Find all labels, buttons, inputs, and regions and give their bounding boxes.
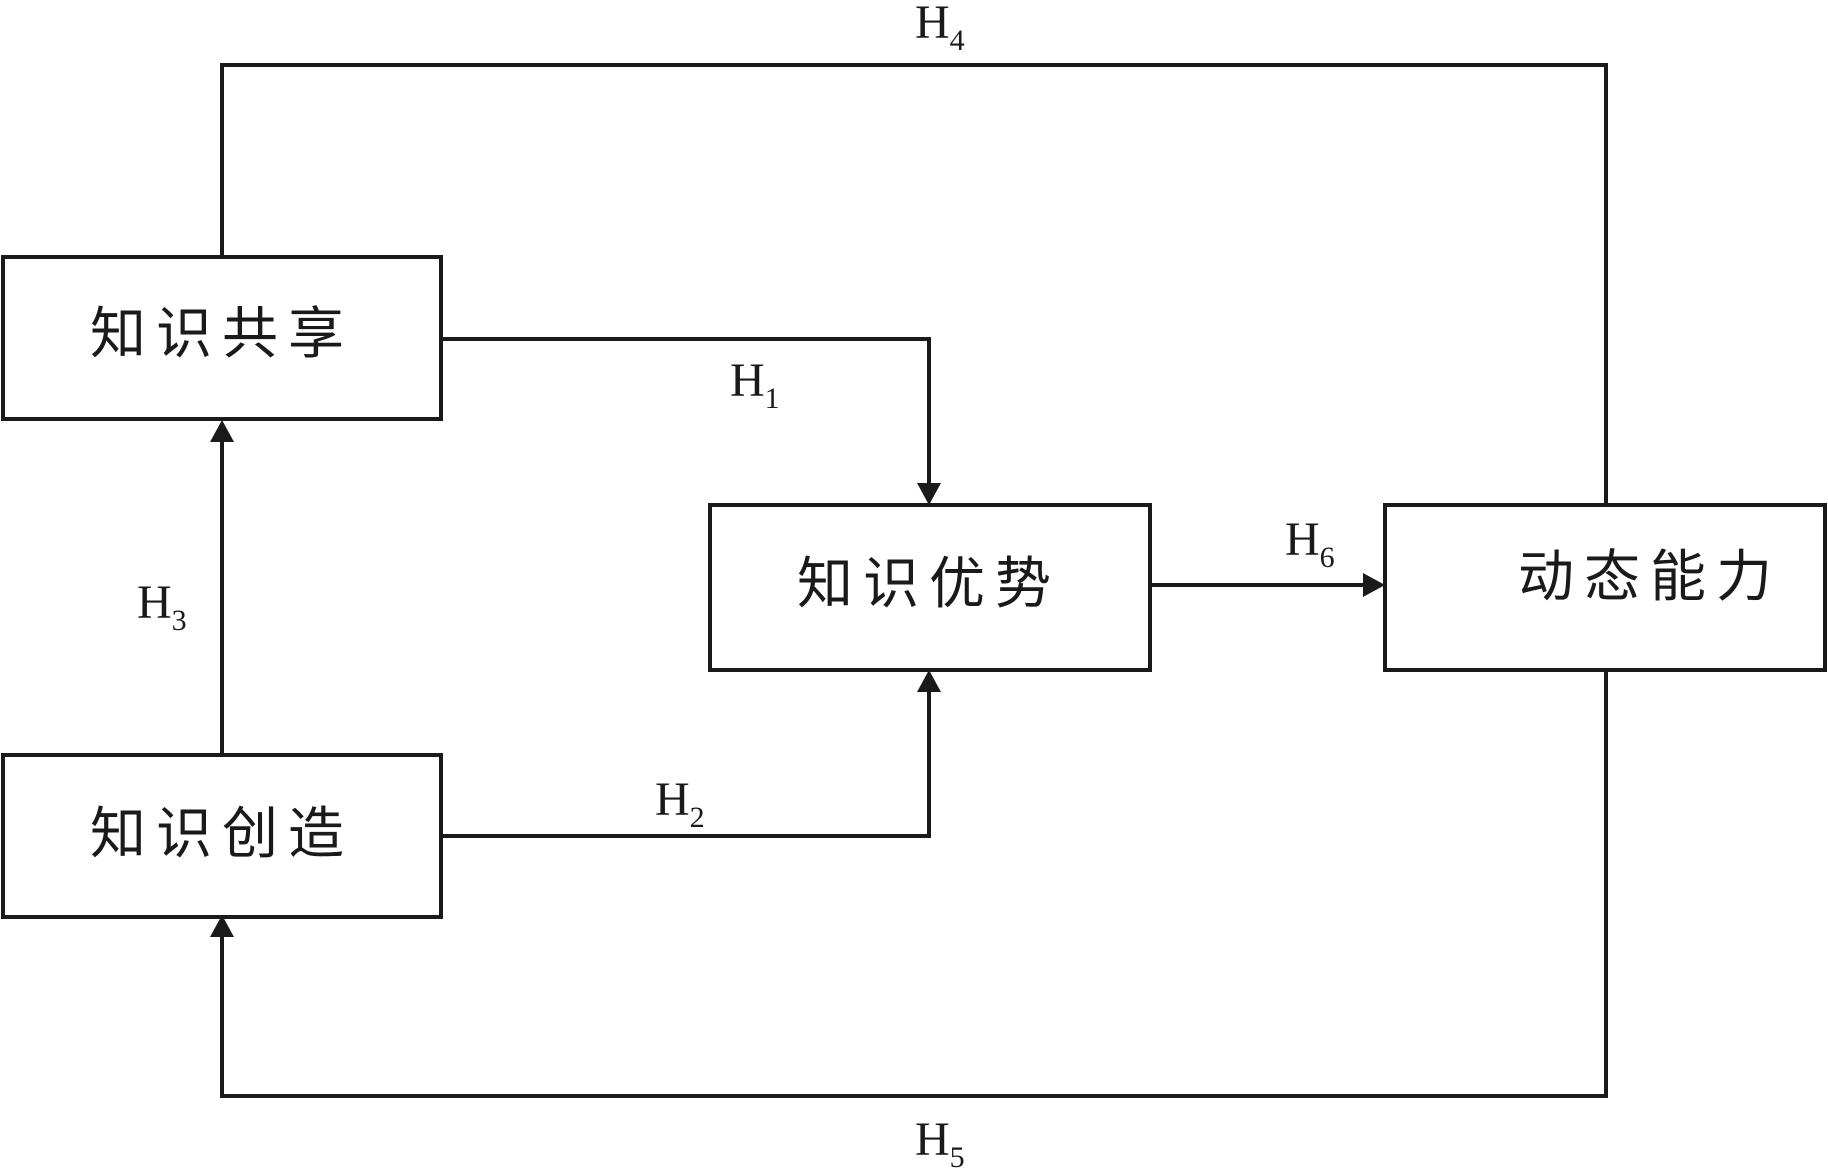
edge-h4-line xyxy=(220,63,1608,505)
node-knowledge-sharing: 知识共享 xyxy=(1,255,443,421)
node-knowledge-advantage-label: 知识优势 xyxy=(797,552,1061,617)
edge-h2-label-main: H xyxy=(655,773,690,826)
node-knowledge-creation: 知识创造 xyxy=(1,753,443,919)
node-dynamic-capability: 动态能力 xyxy=(1383,503,1827,672)
node-knowledge-advantage: 知识优势 xyxy=(708,503,1152,672)
node-knowledge-sharing-label: 知识共享 xyxy=(90,302,354,367)
edge-h3-label-main: H xyxy=(137,576,172,629)
edge-h3-arrowhead xyxy=(210,420,234,442)
node-dynamic-capability-label: 动态能力 xyxy=(1518,545,1782,610)
edge-h4-label: H4 xyxy=(915,0,965,57)
edge-h6-arrowhead xyxy=(1363,573,1385,597)
edge-h1-line xyxy=(441,337,931,485)
edge-h5-label-main: H xyxy=(915,1113,950,1166)
edge-h4-label-sub: 4 xyxy=(950,24,965,57)
edge-h6-label-sub: 6 xyxy=(1320,541,1335,574)
node-knowledge-creation-label: 知识创造 xyxy=(90,802,354,867)
edge-h2-line xyxy=(441,690,931,838)
edge-h2-label-sub: 2 xyxy=(690,801,705,834)
edge-h1-label-main: H xyxy=(730,354,765,407)
edge-h1-label: H1 xyxy=(730,354,780,415)
edge-h6-label: H6 xyxy=(1285,513,1335,574)
edge-h3-label: H3 xyxy=(137,576,187,637)
edge-h5-line xyxy=(220,669,1608,1098)
edge-h5-label: H5 xyxy=(915,1113,965,1168)
edge-h1-arrowhead xyxy=(917,483,941,505)
edge-h1-label-sub: 1 xyxy=(765,382,780,415)
edge-h5-arrowhead xyxy=(210,915,234,937)
edge-h4-label-main: H xyxy=(915,0,950,49)
edge-h2-label: H2 xyxy=(655,773,705,834)
edge-h3-label-sub: 3 xyxy=(172,604,187,637)
edge-h2-arrowhead xyxy=(917,670,941,692)
edge-h5-label-sub: 5 xyxy=(950,1141,965,1168)
edge-h6-label-main: H xyxy=(1285,513,1320,566)
